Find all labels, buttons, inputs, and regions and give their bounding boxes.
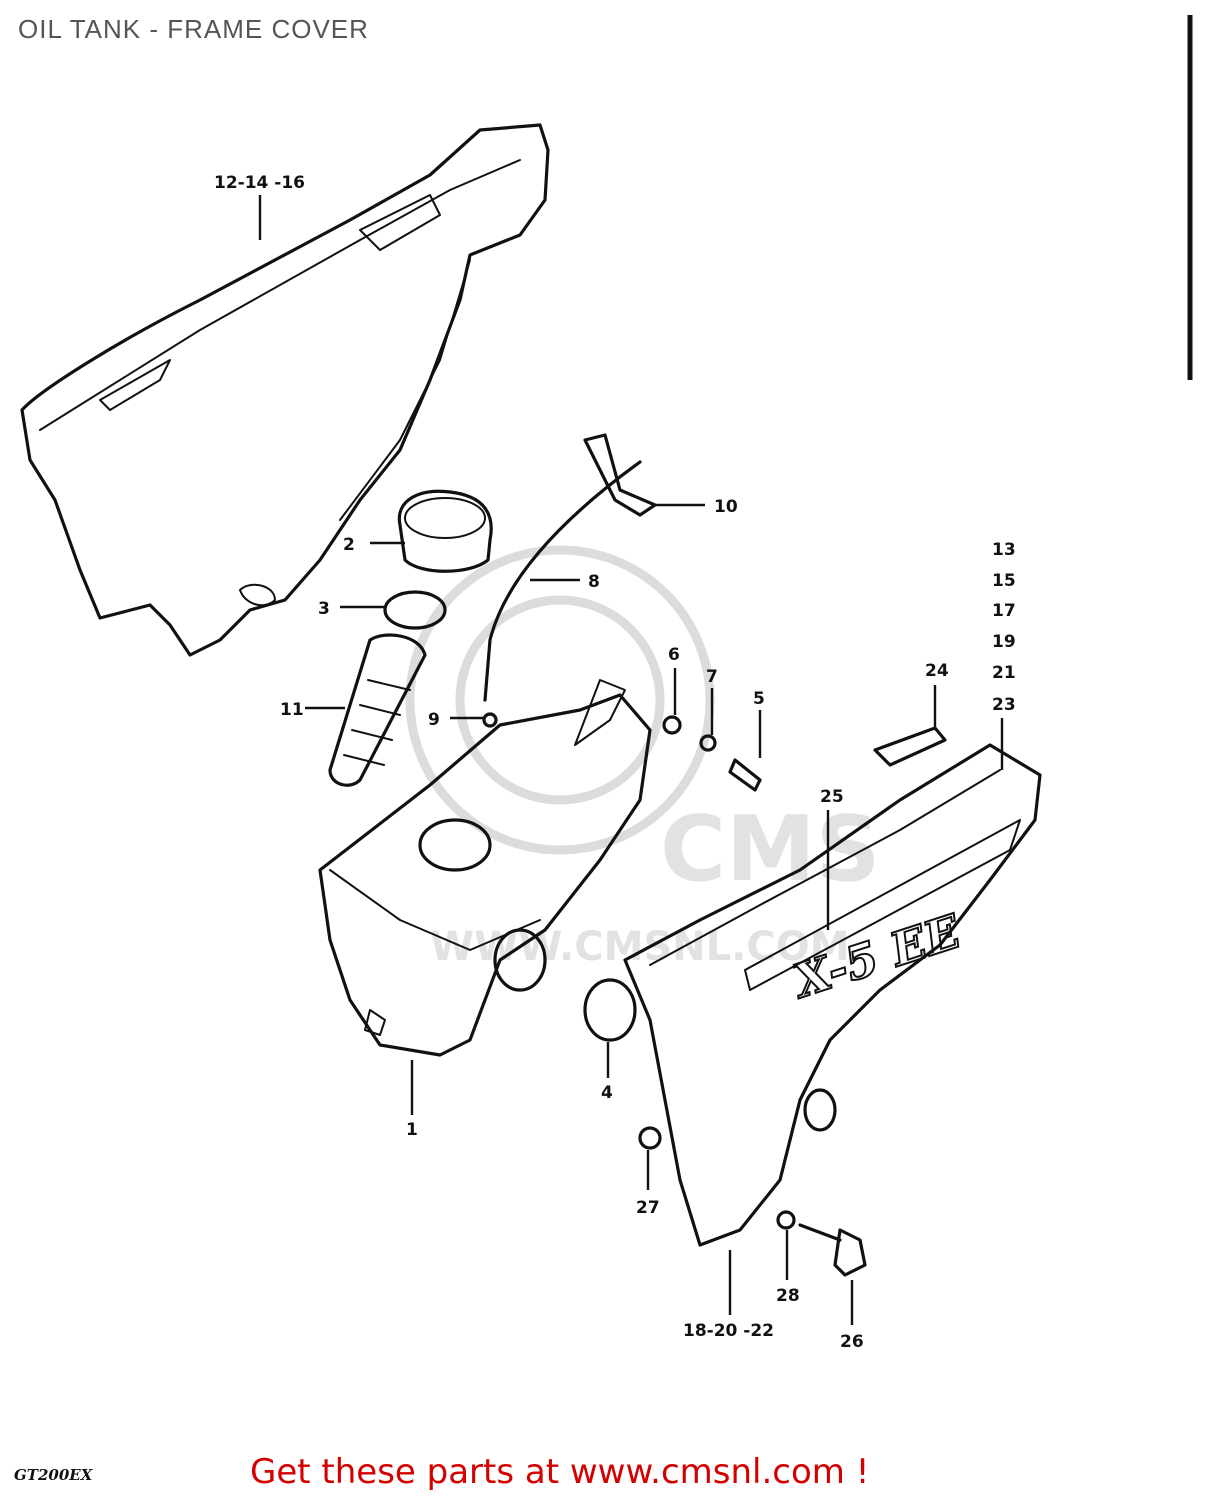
filler-hose bbox=[328, 633, 427, 787]
oil-tank bbox=[318, 679, 652, 1057]
grommet bbox=[583, 978, 637, 1042]
leader-lines bbox=[258, 195, 1004, 1325]
footer-cta-link[interactable]: Get these parts at www.cmsnl.com ! bbox=[250, 1452, 870, 1492]
washer-6 bbox=[662, 715, 682, 735]
grommet-27 bbox=[638, 1126, 662, 1150]
callout-23: 23 bbox=[992, 695, 1016, 715]
callout-12-14-16: 12-14 -16 bbox=[214, 173, 305, 193]
callout-6: 6 bbox=[668, 645, 680, 665]
callout-2: 2 bbox=[343, 535, 355, 555]
clip-9 bbox=[482, 712, 498, 728]
nut-7 bbox=[699, 734, 717, 752]
callout-25: 25 bbox=[820, 787, 844, 807]
left-frame-cover bbox=[20, 123, 550, 657]
callout-24: 24 bbox=[925, 661, 949, 681]
callout-4: 4 bbox=[601, 1083, 613, 1103]
knob-screw bbox=[798, 1223, 867, 1277]
callout-18-20-22: 18-20 -22 bbox=[683, 1321, 774, 1341]
gasket bbox=[383, 590, 447, 630]
callout-11: 11 bbox=[280, 700, 304, 720]
callout-7: 7 bbox=[706, 667, 718, 687]
callout-5: 5 bbox=[753, 689, 765, 709]
callout-26: 26 bbox=[840, 1332, 864, 1352]
callout-19: 19 bbox=[992, 632, 1016, 652]
callout-28: 28 bbox=[776, 1286, 800, 1306]
oil-cap bbox=[397, 489, 493, 573]
page-title: OIL TANK - FRAME COVER bbox=[18, 14, 369, 44]
callout-3: 3 bbox=[318, 599, 330, 619]
callout-1: 1 bbox=[406, 1120, 418, 1140]
callout-labels: 12-14 -16 2 3 11 9 8 10 6 7 5 24 13 15 1… bbox=[214, 173, 1016, 1352]
watermark: CMS WWW.CMSNL.COM bbox=[405, 545, 880, 970]
callout-8: 8 bbox=[588, 572, 600, 592]
washer-28 bbox=[776, 1210, 796, 1230]
callout-21: 21 bbox=[992, 663, 1016, 683]
callout-10: 10 bbox=[714, 497, 738, 517]
callout-27: 27 bbox=[636, 1198, 660, 1218]
bolt-5 bbox=[728, 758, 762, 792]
emblem-pad bbox=[873, 726, 947, 767]
callout-15: 15 bbox=[992, 571, 1016, 591]
callout-9: 9 bbox=[428, 710, 440, 730]
callout-13: 13 bbox=[992, 540, 1016, 560]
callout-17: 17 bbox=[992, 601, 1016, 621]
drawing-code: GT200EX bbox=[14, 1466, 93, 1484]
